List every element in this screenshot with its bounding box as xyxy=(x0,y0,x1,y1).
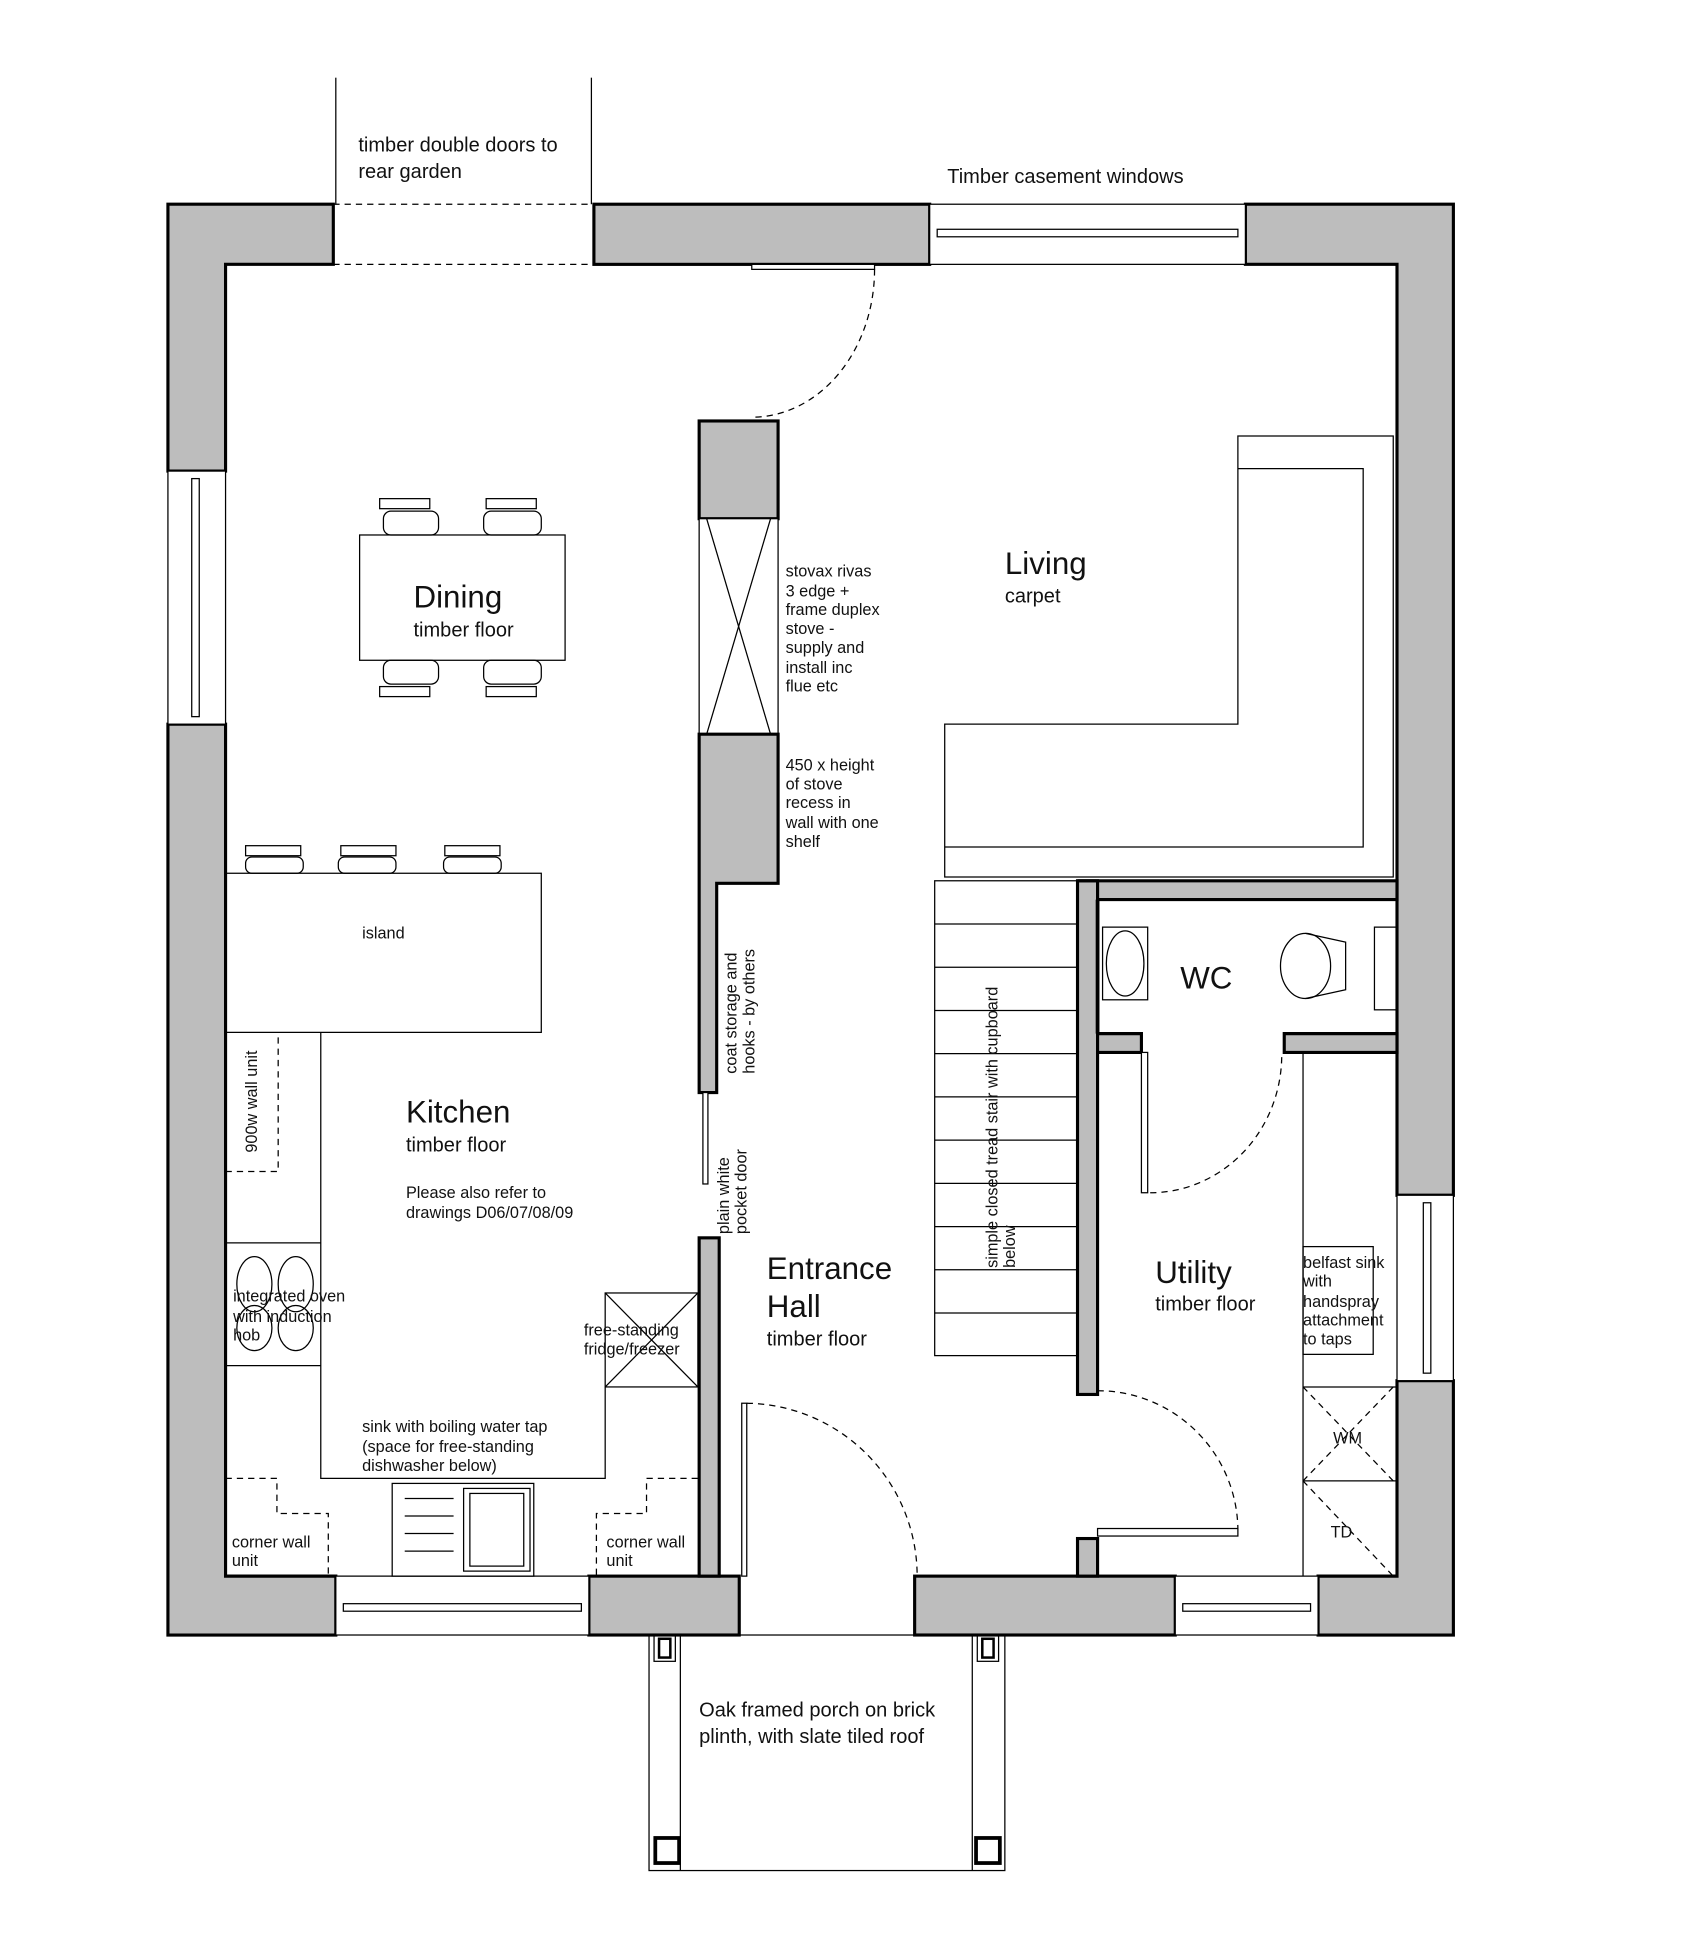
kitchen-units xyxy=(224,845,699,1577)
room-name-wc: WC xyxy=(1180,961,1232,996)
internal-walls xyxy=(697,419,1399,1578)
wc-fittings xyxy=(1101,926,1398,1011)
utility-units xyxy=(1302,1052,1398,1577)
room-name-kitchen: Kitchen xyxy=(406,1095,510,1130)
room-name-living: Living xyxy=(1005,546,1087,581)
tumble-dryer-label: TD xyxy=(1331,1523,1353,1541)
windows-label: Timber casement windows xyxy=(947,166,1183,188)
door-swings xyxy=(741,263,1283,1577)
room-name-dining: Dining xyxy=(413,580,502,615)
floor-utility: timber floor xyxy=(1155,1294,1256,1316)
sofa xyxy=(944,435,1394,878)
floor-living: carpet xyxy=(1005,586,1061,608)
stair-note: simple closed tread stair with cupboardb… xyxy=(983,987,1019,1268)
floor-entrance-hall: timber floor xyxy=(767,1329,868,1351)
windows xyxy=(167,203,1455,1636)
washing-machine-label: WM xyxy=(1333,1429,1362,1447)
dining-table xyxy=(358,498,566,698)
rear-double-doors xyxy=(333,77,594,265)
porch xyxy=(648,1634,1006,1872)
staircase xyxy=(934,880,1079,1357)
coat-storage-note: coat storage andhooks - by others xyxy=(723,949,759,1074)
floor-dining: timber floor xyxy=(413,619,514,641)
room-name-utility: Utility xyxy=(1155,1255,1232,1290)
sink-note: sink with boiling water tap(space for fr… xyxy=(362,1418,547,1475)
floor-kitchen: timber floor xyxy=(406,1134,507,1156)
pocket-door-note: plain whitepocket door xyxy=(715,1149,751,1235)
wall-unit-note: 900w wall unit xyxy=(243,1050,261,1153)
external-walls xyxy=(166,202,1455,1637)
island-label: island xyxy=(362,924,405,942)
